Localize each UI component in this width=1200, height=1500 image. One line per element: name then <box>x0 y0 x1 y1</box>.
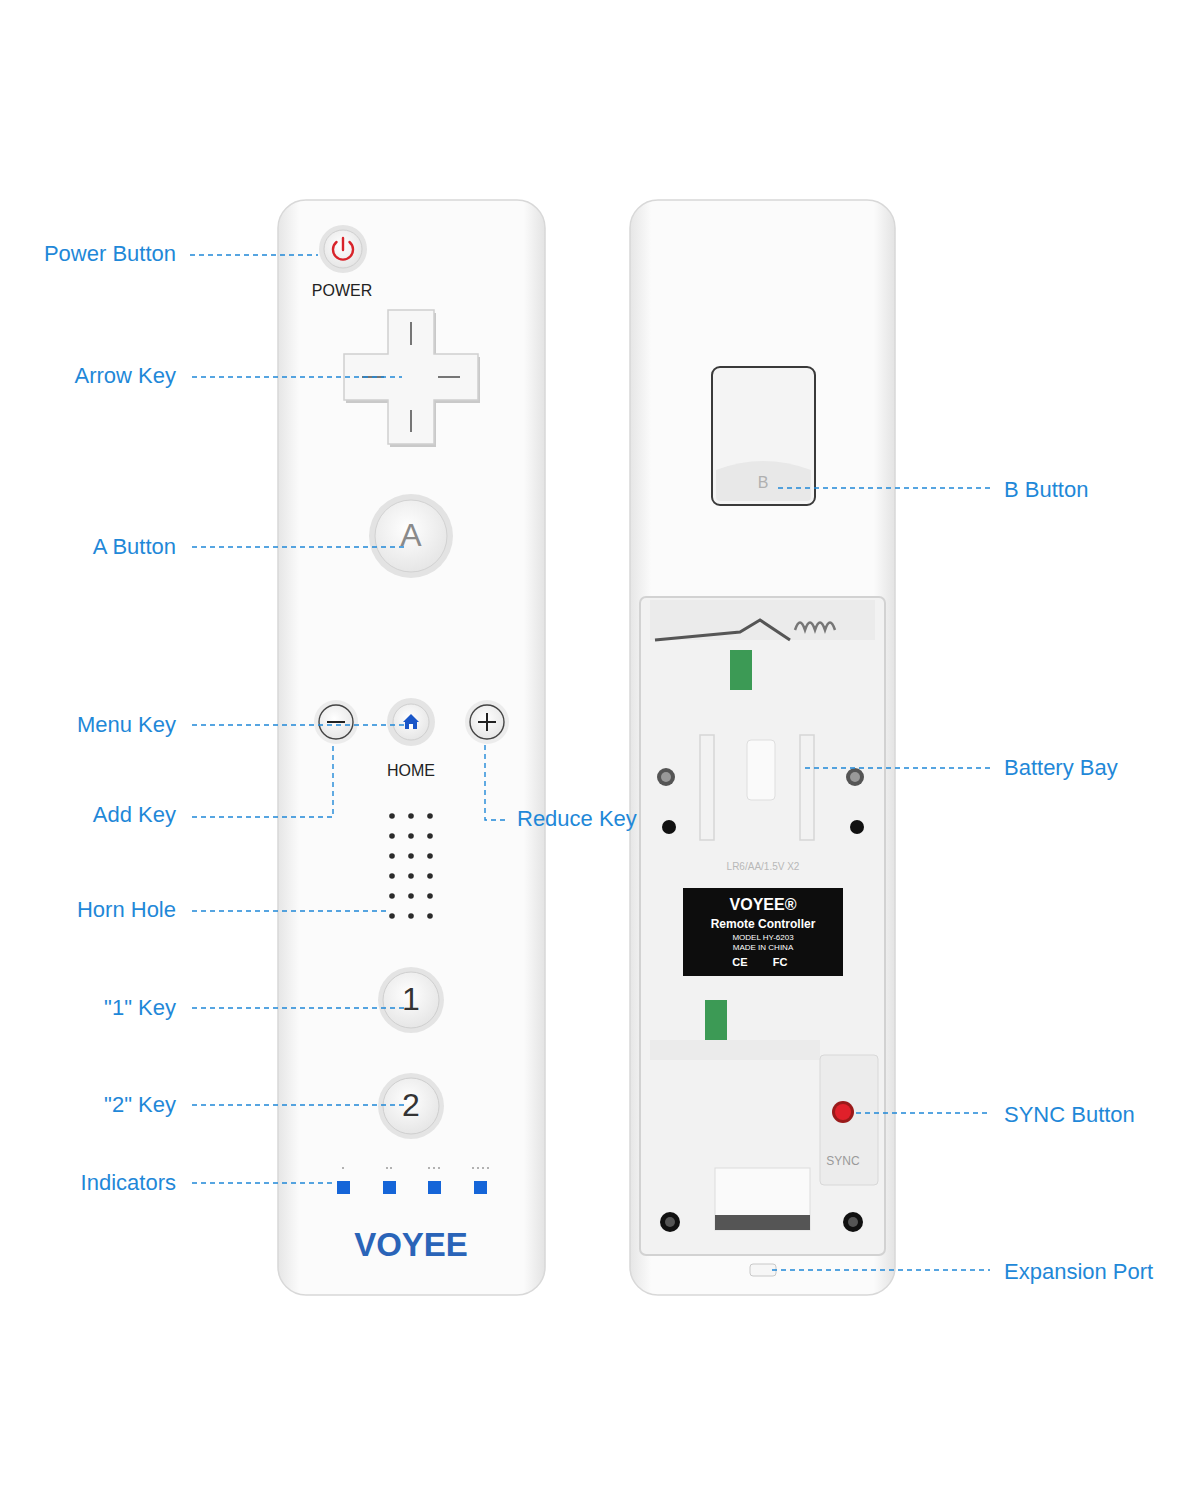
plate-text: MADE IN CHINA <box>733 944 793 953</box>
front-remote <box>278 200 545 1295</box>
cert-mark: FC <box>773 956 788 968</box>
cert-mark: CE <box>732 956 747 968</box>
plate-brand: VOYEE® <box>730 896 797 914</box>
callout-label: Reduce Key <box>517 807 637 831</box>
plate-text: Remote Controller <box>711 918 816 931</box>
brand-logo: VOYEE <box>354 1227 468 1263</box>
callout-label: Expansion Port <box>1004 1260 1153 1284</box>
key-label: 2 <box>402 1088 420 1123</box>
key-label: A <box>400 518 421 553</box>
callout-label: Battery Bay <box>1004 756 1118 780</box>
back-remote <box>630 200 895 1295</box>
key-label: 1 <box>402 982 420 1017</box>
key-label: B <box>758 474 769 492</box>
callout-label: "2" Key <box>104 1093 176 1117</box>
callout-label: Indicators <box>81 1171 176 1195</box>
plate-text: MODEL HY-6203 <box>732 934 793 943</box>
callout-label: Arrow Key <box>75 364 176 388</box>
callout-label: A Button <box>93 535 176 559</box>
callout-label: Menu Key <box>77 713 176 737</box>
battery-marking: LR6/AA/1.5V X2 <box>727 861 800 872</box>
leader-lines <box>190 255 990 1270</box>
button-label: SYNC <box>826 1155 859 1168</box>
callout-label: SYNC Button <box>1004 1103 1135 1127</box>
button-label: HOME <box>387 762 435 780</box>
callout-label: Add Key <box>93 803 176 827</box>
callout-label: B Button <box>1004 478 1088 502</box>
callout-label: Horn Hole <box>77 898 176 922</box>
button-label: POWER <box>312 282 372 300</box>
callout-label: Power Button <box>44 242 176 266</box>
callout-label: "1" Key <box>104 996 176 1020</box>
